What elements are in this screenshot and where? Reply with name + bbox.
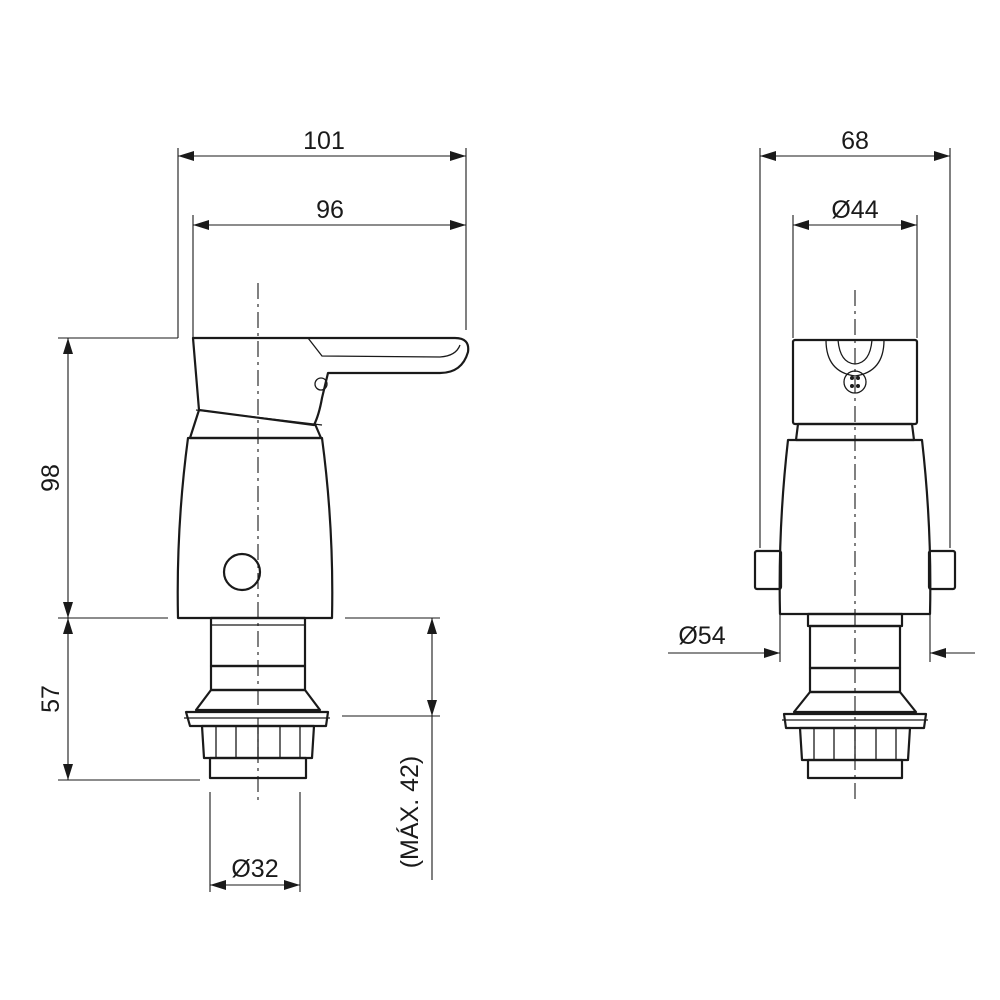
front-view: 68 Ø44 Ø54 [668, 127, 975, 800]
dimension-d32-label: Ø32 [231, 855, 278, 883]
side-body [176, 436, 334, 620]
dimension-96-label: 96 [316, 196, 344, 224]
dimension-handle-diameter: Ø44 [792, 196, 918, 338]
dimension-d44-label: Ø44 [831, 196, 878, 224]
dimension-101-label: 101 [303, 127, 345, 155]
dimension-d54-label: Ø54 [678, 622, 725, 650]
front-right-button [927, 549, 957, 591]
dimension-handle-length: 96 [192, 196, 466, 338]
front-left-button [753, 549, 783, 591]
side-lever-handle [191, 336, 470, 427]
front-shank [782, 612, 928, 780]
dimension-max-shank: (MÁX. 42) [342, 617, 440, 880]
dimension-overall-length: 101 [177, 127, 467, 338]
dimension-shank-height: 57 [37, 618, 200, 781]
side-view: 101 96 98 57 [37, 127, 470, 892]
dimension-57-label: 57 [37, 685, 65, 713]
dimension-body-height: 98 [37, 337, 178, 619]
dimension-98-label: 98 [37, 464, 65, 492]
dimension-max-42-label: (MÁX. 42) [395, 756, 424, 869]
side-button [222, 552, 262, 592]
dimension-overall-width: 68 [759, 127, 951, 548]
dimension-shank-diameter: Ø32 [209, 792, 301, 892]
dimension-68-label: 68 [841, 127, 869, 155]
dimension-base-diameter: Ø54 [668, 614, 975, 662]
side-shank [184, 616, 330, 780]
